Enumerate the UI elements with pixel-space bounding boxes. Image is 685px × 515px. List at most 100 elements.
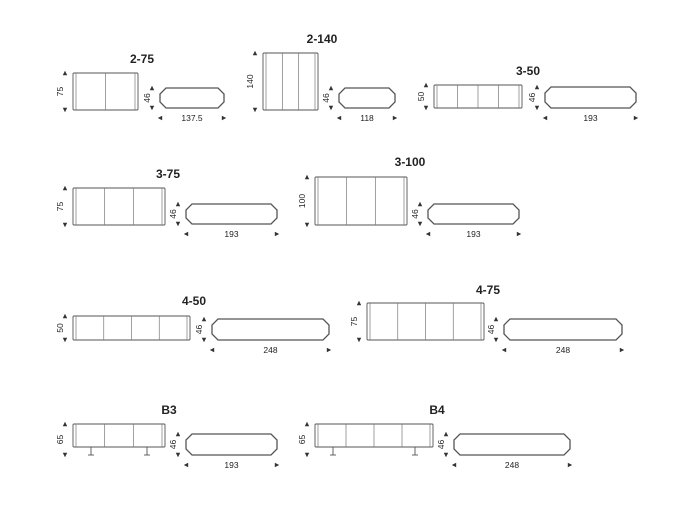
- height-arrow-bottom: [304, 452, 310, 458]
- cabinet-title: 2-75: [130, 52, 154, 66]
- width-arrow-right: [567, 462, 573, 468]
- height-arrow-top: [62, 421, 68, 427]
- width-arrow-right: [221, 115, 227, 121]
- depth-label: 46: [142, 93, 152, 103]
- width-arrow-left: [542, 115, 548, 121]
- depth-label: 46: [194, 325, 204, 335]
- depth-arrow-top: [149, 85, 155, 91]
- cabinet-B4: B4 65 46 248: [297, 403, 573, 470]
- width-arrow-right: [392, 115, 398, 121]
- width-label: 193: [224, 460, 238, 470]
- height-label: 50: [55, 323, 65, 333]
- depth-arrow-top: [443, 431, 449, 437]
- cabinet-plan: [159, 87, 225, 109]
- width-arrow-right: [516, 231, 522, 237]
- depth-label: 46: [436, 440, 446, 450]
- width-arrow-left: [501, 347, 507, 353]
- depth-arrow-top: [493, 316, 499, 322]
- depth-label: 46: [168, 209, 178, 219]
- height-arrow-bottom: [423, 105, 429, 111]
- width-arrow-left: [209, 347, 215, 353]
- height-arrow-top: [62, 185, 68, 191]
- depth-arrow-top: [417, 201, 423, 207]
- height-arrow-bottom: [62, 452, 68, 458]
- width-label: 193: [466, 229, 480, 239]
- height-arrow-bottom: [62, 222, 68, 228]
- cabinet-2-75: 2-75 75 46 137.5: [55, 52, 227, 123]
- depth-arrow-top: [328, 85, 334, 91]
- height-arrow-bottom: [356, 337, 362, 343]
- width-label: 193: [224, 229, 238, 239]
- width-arrow-left: [183, 462, 189, 468]
- depth-arrow-bottom: [534, 105, 540, 111]
- height-label: 75: [55, 87, 65, 97]
- width-arrow-left: [425, 231, 431, 237]
- width-arrow-right: [274, 231, 280, 237]
- width-arrow-right: [633, 115, 639, 121]
- height-arrow-top: [252, 50, 258, 56]
- depth-arrow-bottom: [417, 221, 423, 227]
- height-label: 65: [55, 435, 65, 445]
- cabinet-B3: B3 65 46 193: [55, 403, 280, 470]
- cabinet-plan: [185, 203, 278, 225]
- cabinet-4-75: 4-75 75 46 248: [349, 283, 625, 355]
- width-arrow-right: [326, 347, 332, 353]
- depth-arrow-bottom: [201, 337, 207, 343]
- cabinet-title: 3-75: [156, 167, 180, 181]
- depth-label: 46: [321, 93, 331, 103]
- depth-label: 46: [527, 93, 537, 103]
- height-arrow-bottom: [304, 222, 310, 228]
- width-label: 137.5: [181, 113, 203, 123]
- height-arrow-top: [62, 70, 68, 76]
- width-arrow-right: [619, 347, 625, 353]
- height-arrow-bottom: [62, 337, 68, 343]
- cabinet-plan: [338, 87, 396, 109]
- height-label: 100: [297, 194, 307, 208]
- height-arrow-bottom: [252, 107, 258, 113]
- height-label: 50: [416, 92, 426, 102]
- depth-arrow-bottom: [493, 337, 499, 343]
- height-arrow-bottom: [62, 107, 68, 113]
- depth-label: 46: [410, 209, 420, 219]
- height-arrow-top: [423, 82, 429, 88]
- depth-label: 46: [486, 325, 496, 335]
- depth-arrow-top: [175, 431, 181, 437]
- depth-arrow-top: [175, 201, 181, 207]
- width-label: 193: [583, 113, 597, 123]
- depth-arrow-bottom: [328, 105, 334, 111]
- height-label: 75: [349, 317, 359, 327]
- cabinet-plan: [211, 318, 330, 341]
- cabinet-plan: [453, 433, 571, 456]
- width-label: 248: [505, 460, 519, 470]
- cabinet-title: 3-100: [395, 155, 426, 169]
- cabinet-title: 4-75: [476, 283, 500, 297]
- width-arrow-right: [274, 462, 280, 468]
- height-arrow-top: [62, 313, 68, 319]
- cabinet-3-50: 3-50 50 46 193: [416, 64, 639, 123]
- cabinet-title: B4: [429, 403, 445, 417]
- height-label: 140: [245, 74, 255, 88]
- cabinet-elevation: [262, 52, 319, 111]
- cabinet-3-100: 3-100 100 46 193: [297, 155, 522, 239]
- width-label: 248: [263, 345, 277, 355]
- width-label: 248: [556, 345, 570, 355]
- cabinet-title: B3: [161, 403, 177, 417]
- cabinet-plan: [503, 318, 623, 341]
- width-arrow-left: [451, 462, 457, 468]
- height-label: 65: [297, 435, 307, 445]
- height-arrow-top: [356, 300, 362, 306]
- cabinet-plan: [185, 433, 278, 456]
- height-arrow-top: [304, 421, 310, 427]
- depth-label: 46: [168, 440, 178, 450]
- cabinet-elevation: [72, 423, 166, 448]
- cabinet-title: 3-50: [516, 64, 540, 78]
- cabinet-elevation: [314, 176, 408, 226]
- depth-arrow-top: [201, 316, 207, 322]
- height-arrow-top: [304, 174, 310, 180]
- cabinet-elevation: [72, 187, 166, 226]
- depth-arrow-bottom: [443, 452, 449, 458]
